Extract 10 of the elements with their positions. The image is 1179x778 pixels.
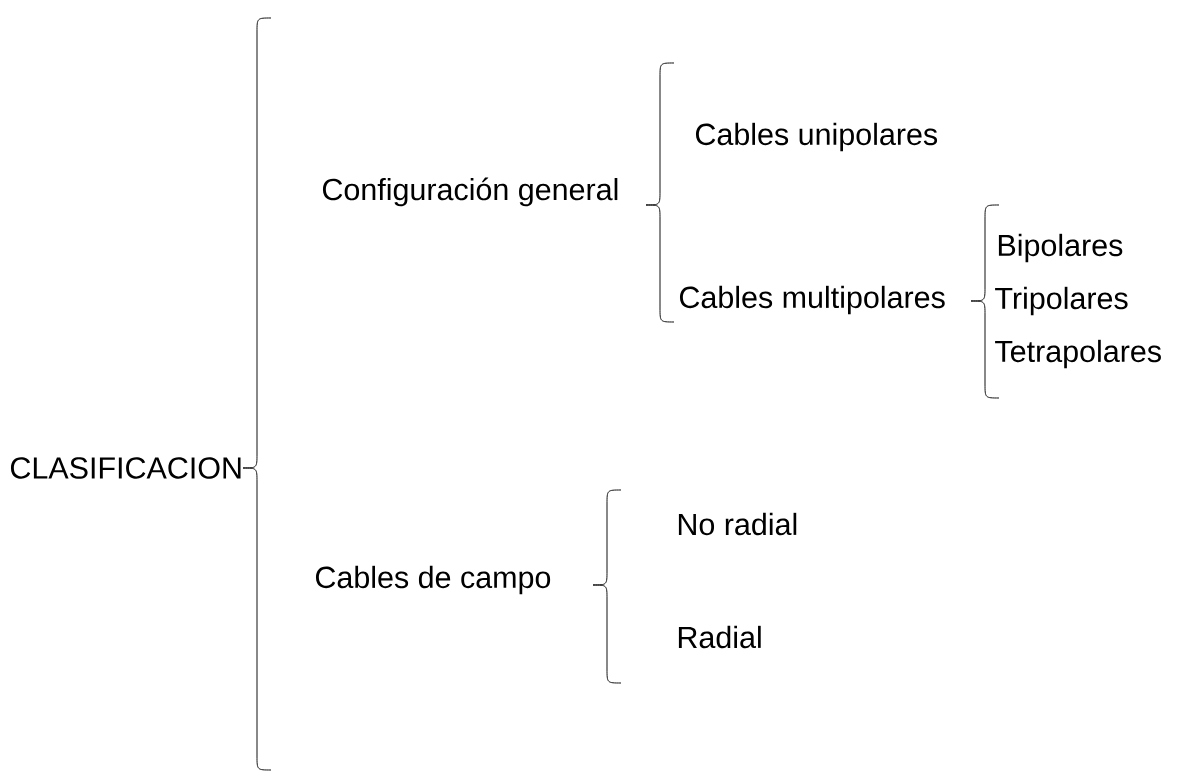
label-text: Configuración general (322, 177, 618, 207)
label-text: CLASIFICACION (10, 457, 241, 479)
label-text: Bipolares (998, 233, 1123, 263)
label-text: Cables unipolares (695, 122, 938, 152)
label-text: No radial (678, 512, 797, 536)
label-text: Radial (678, 625, 761, 649)
label-text: Cables multipolares (679, 285, 945, 315)
label-text: Tetrapolares (995, 339, 1161, 369)
label-text: Cables de campo (315, 565, 551, 595)
label-text: Tripolares (995, 286, 1128, 316)
